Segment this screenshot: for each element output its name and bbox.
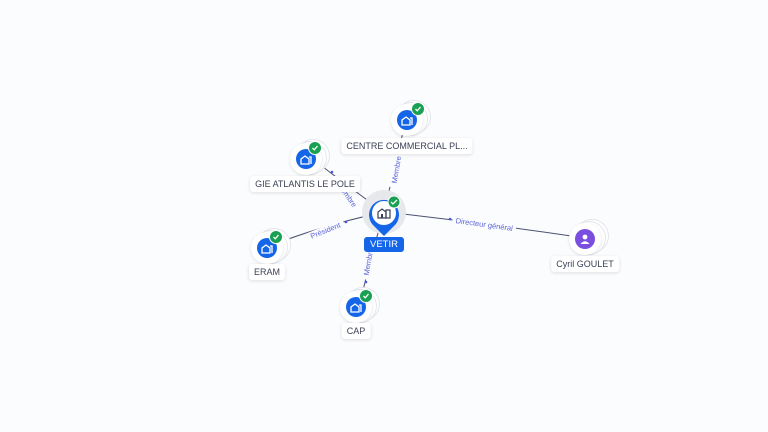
- building-icon: [397, 110, 417, 130]
- node-label-cyril[interactable]: Cyril GOULET: [551, 256, 619, 272]
- edge-label-cyril: Directeur général: [451, 215, 517, 234]
- center-node-vetir[interactable]: [362, 190, 406, 236]
- svg-text:Membre: Membre: [390, 155, 404, 184]
- node-label-eram[interactable]: ERAM: [248, 264, 286, 280]
- edge-label-eram: Président: [305, 218, 346, 243]
- arrow-eram: [344, 220, 348, 224]
- verified-check-icon: [269, 230, 283, 244]
- arrow-cyril: [448, 217, 452, 221]
- building-icon: [346, 297, 366, 317]
- svg-text:Président: Président: [309, 220, 343, 241]
- node-label-cap[interactable]: CAP: [341, 323, 371, 339]
- building-icon: [377, 208, 391, 219]
- verified-check-icon: [308, 141, 322, 155]
- node-label-centre[interactable]: CENTRE COMMERCIAL PL...: [341, 138, 473, 154]
- edge-label-centre: Membre: [388, 151, 405, 189]
- svg-text:Directeur général: Directeur général: [455, 216, 514, 233]
- person-icon: [575, 229, 595, 249]
- verified-check-icon: [359, 289, 373, 303]
- node-label-gie[interactable]: GIE ATLANTIS LE POLE: [250, 176, 360, 192]
- arrow-cap: [364, 280, 368, 284]
- verified-check-icon: [387, 195, 401, 209]
- arrow-gie: [330, 170, 334, 174]
- center-node-label[interactable]: VETIR: [364, 237, 404, 252]
- verified-check-icon: [411, 102, 425, 116]
